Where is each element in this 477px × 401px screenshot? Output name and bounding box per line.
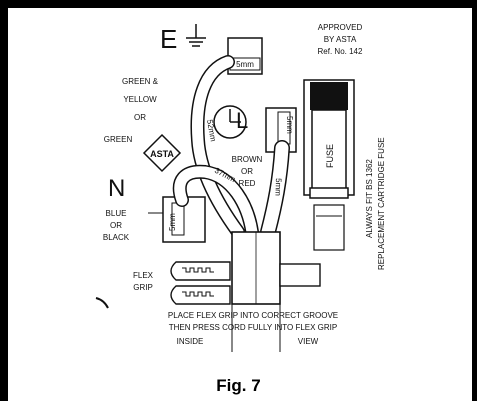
flex-grip-line-1: FLEX <box>133 271 154 280</box>
earth-wire <box>191 56 244 238</box>
view-label: VIEW <box>298 337 319 346</box>
earth-symbol-icon <box>186 24 206 47</box>
neutral-strip-label: 5mm <box>168 213 177 231</box>
figure-caption: Fig. 7 <box>216 376 261 395</box>
brown-label: BROWN <box>232 155 263 164</box>
brown-or-label: OR <box>241 167 253 176</box>
earth-letter: E <box>160 24 177 54</box>
neutral-letter: N <box>108 175 125 202</box>
clock-symbol-icon <box>213 105 247 139</box>
instruction-line-1: PLACE FLEX GRIP INTO CORRECT GROOVE <box>168 311 338 320</box>
fuse-label: FUSE <box>325 144 335 168</box>
side-text-line-2: REPLACEMENT CARTRIDGE FUSE <box>377 137 386 270</box>
top-border <box>0 0 477 8</box>
instruction-line-2: THEN PRESS CORD FULLY INTO FLEX GRIP <box>169 323 337 332</box>
live-wire-strip-label: 5mm <box>273 178 283 196</box>
green-yellow-line-1: GREEN & <box>122 77 159 86</box>
blue-label: BLUE <box>106 209 127 218</box>
green-yellow-line-2: YELLOW <box>123 95 157 104</box>
fuse-cap-bottom <box>309 187 349 199</box>
flex-grip-icon <box>170 261 231 305</box>
red-label: RED <box>239 179 256 188</box>
live-strip-label: 5mm <box>285 116 294 134</box>
fuse-clip <box>313 204 345 251</box>
fuse-cap-top <box>310 82 348 110</box>
asta-logo-text: ASTA <box>150 149 174 159</box>
black-label: BLACK <box>103 233 130 242</box>
side-text-line-1: ALWAYS FIT BS 1362 <box>365 159 374 238</box>
neutral-wire <box>174 166 258 238</box>
asta-logo-icon: ASTA <box>142 133 182 173</box>
green-or-label: OR <box>134 113 146 122</box>
live-wire <box>261 141 289 239</box>
inside-label: INSIDE <box>177 337 204 346</box>
fuse-body <box>311 109 347 195</box>
green-label: GREEN <box>104 135 133 144</box>
approved-line-2: BY ASTA <box>324 35 357 44</box>
blue-or-label: OR <box>110 221 122 230</box>
flex-grip-line-2: GRIP <box>133 283 153 292</box>
approved-line-1: APPROVED <box>318 23 363 32</box>
edge-mark <box>95 297 109 309</box>
cord-pin <box>279 263 321 287</box>
earth-strip-label: 5mm <box>236 60 254 69</box>
approved-line-3: Ref. No. 142 <box>318 47 363 56</box>
